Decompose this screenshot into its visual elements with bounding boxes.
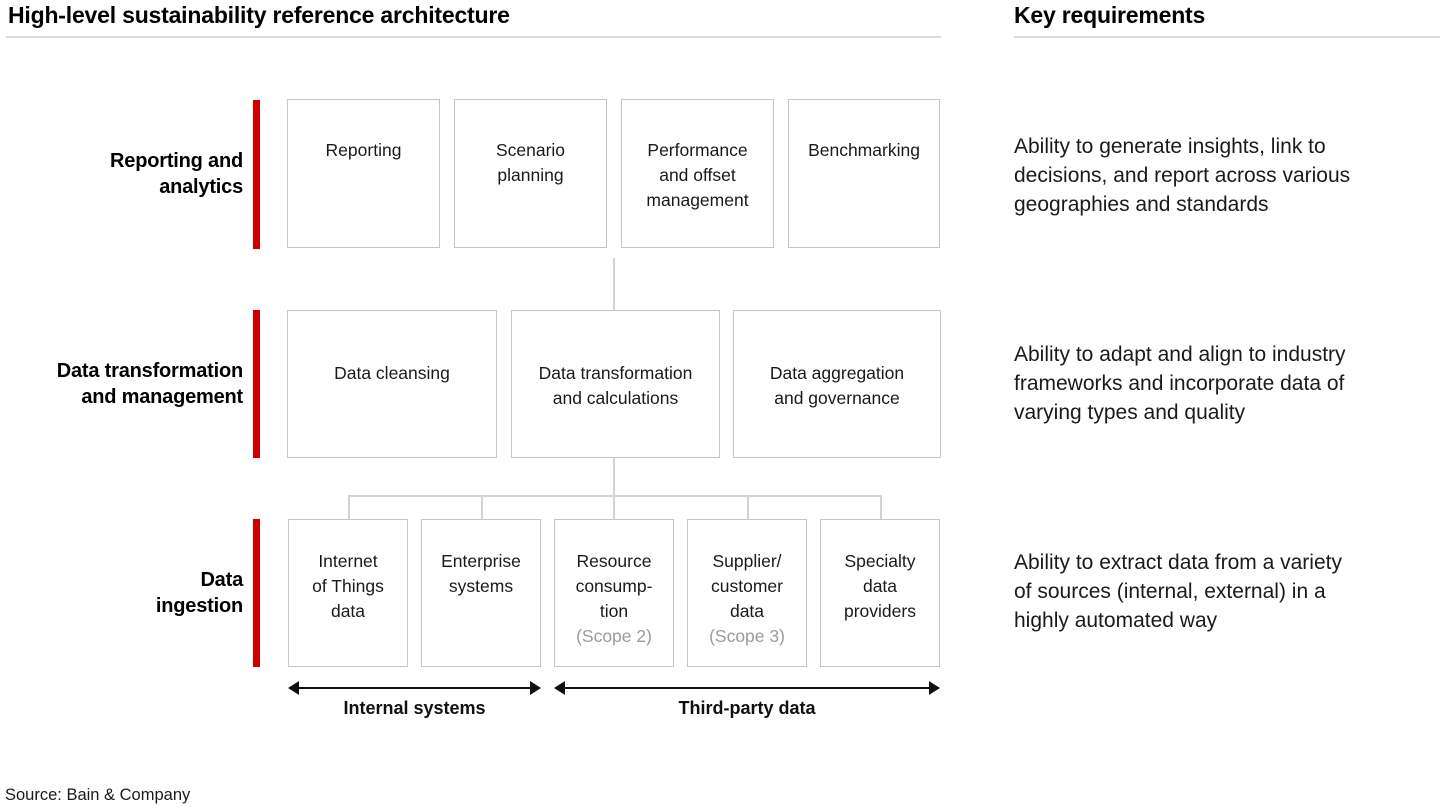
box-label: Data transformation and calculations [538,363,693,408]
connector-drop-4 [747,495,749,519]
box-label: Data aggregation and governance [769,363,905,408]
requirement-row2: Ability to adapt and align to industry f… [1014,343,1346,424]
box-benchmarking: Benchmarking [788,99,940,248]
connector-drop-2 [481,495,483,519]
connector-stem-bottom [613,458,615,496]
box-supplier-customer-data: Supplier/ customer data (Scope 3) [687,519,807,667]
connector-drop-5 [880,495,882,519]
box-performance-offset-management: Performance and offset management [621,99,774,248]
box-label: Performance and offset management [646,140,749,210]
box-label: Internet of Things data [312,551,384,621]
box-label: Specialty data providers [844,551,916,621]
box-reporting: Reporting [287,99,440,248]
box-sublabel-scope2: (Scope 2) [576,626,652,646]
connector-stem-top [613,258,615,310]
box-label: Scenario planning [495,140,566,185]
arrow-shaft [297,687,532,689]
connector-crossbar [348,495,881,497]
row-label-reporting-analytics: Reporting and analytics [110,149,243,198]
arrow-shaft [563,687,931,689]
box-data-aggregation-governance: Data aggregation and governance [733,310,941,458]
accent-bar-row3 [253,519,260,667]
header-rule-left [6,36,941,38]
box-enterprise-systems: Enterprise systems [421,519,541,667]
box-label: Data cleansing [334,363,450,383]
box-scenario-planning: Scenario planning [454,99,607,248]
box-label: Resource consump- tion [575,551,653,621]
box-sublabel-scope3: (Scope 3) [709,626,785,646]
box-internet-of-things-data: Internet of Things data [288,519,408,667]
box-data-transformation-calculations: Data transformation and calculations [511,310,720,458]
arrow-label-third-party-data: Third-party data [678,698,816,718]
arrow-internal-systems [288,681,541,695]
diagram-title: High-level sustainability reference arch… [8,2,510,28]
accent-bar-row2 [253,310,260,458]
row-label-data-ingestion: Data ingestion [155,569,243,617]
arrow-third-party-data [554,681,940,695]
connector-drop-1 [348,495,350,519]
header-rule-right [1014,36,1440,38]
requirement-row1: Ability to generate insights, link to de… [1014,135,1351,216]
row-label-data-transformation-management: Data transformation and management [56,360,243,408]
box-data-cleansing: Data cleansing [287,310,497,458]
requirement-row3: Ability to extract data from a variety o… [1014,551,1342,632]
box-label: Reporting [325,140,402,160]
box-resource-consumption: Resource consump- tion (Scope 2) [554,519,674,667]
connector-drop-3 [613,495,615,519]
source-attribution: Source: Bain & Company [5,786,191,804]
arrow-label-internal-systems: Internal systems [343,698,486,718]
box-specialty-data-providers: Specialty data providers [820,519,940,667]
box-label: Supplier/ customer data [711,551,783,621]
key-requirements-title: Key requirements [1014,2,1206,28]
accent-bar-row1 [253,100,260,249]
box-label: Benchmarking [808,140,920,160]
box-label: Enterprise systems [441,551,521,596]
